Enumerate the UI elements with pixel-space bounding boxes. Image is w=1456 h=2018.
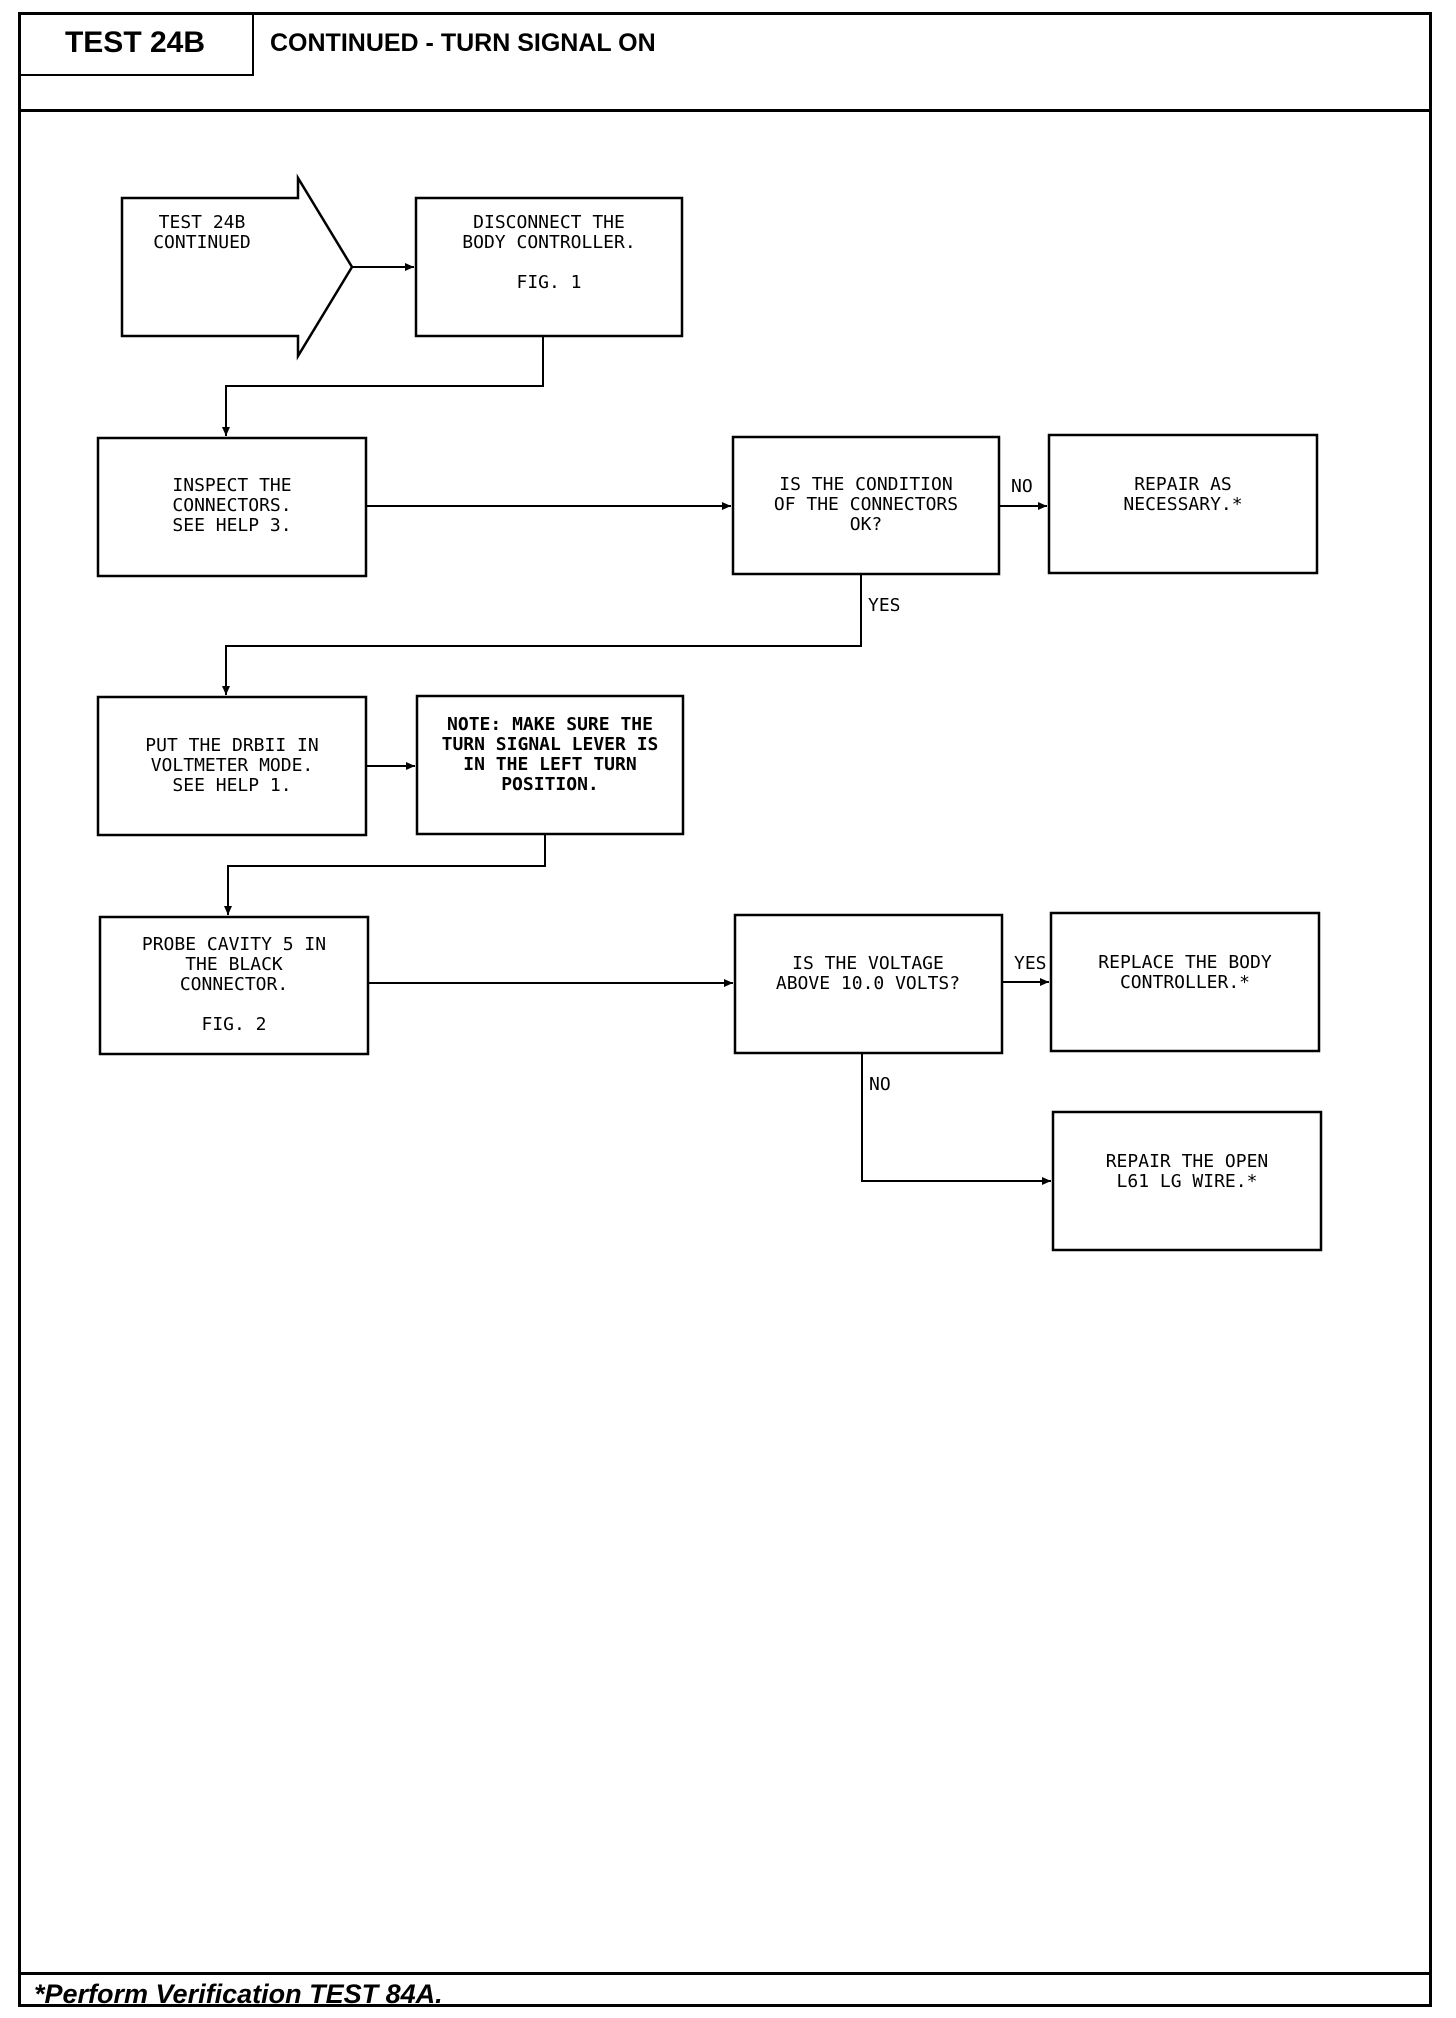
voltage-box [733, 913, 1004, 1055]
test-subtitle: CONTINUED - TURN SIGNAL ON [270, 28, 656, 57]
box-line: L61 LG WIRE.* [1117, 1171, 1258, 1192]
box-line: NECESSARY.* [1123, 494, 1242, 515]
footer-divider [18, 1972, 1432, 1975]
title-underline [18, 74, 254, 76]
box-line: INSPECT THE [172, 475, 291, 496]
box-line: PROBE CAVITY 5 IN [142, 934, 326, 955]
footer-note: *Perform Verification TEST 84A. [34, 1978, 443, 2009]
box-line: OF THE CONNECTORS [774, 494, 958, 515]
arrow-disconnect-inspect [222, 336, 544, 436]
box-line: FIG. 1 [516, 272, 581, 293]
box-line: CONTINUED [153, 232, 251, 253]
box-line [544, 252, 555, 273]
box-line: CONTROLLER.* [1120, 972, 1250, 993]
box-line: BODY CONTROLLER. [462, 232, 635, 253]
box-line: IS THE VOLTAGE [792, 953, 944, 974]
box-line: POSITION. [501, 774, 599, 795]
box-line: SEE HELP 1. [172, 775, 291, 796]
box-line: PUT THE DRBII IN [145, 735, 318, 756]
box-line: ABOVE 10.0 VOLTS? [776, 973, 960, 994]
box-line: NOTE: MAKE SURE THE [447, 714, 653, 735]
note-box [415, 694, 685, 836]
box-line: REPAIR AS [1134, 474, 1232, 495]
box-line [229, 994, 240, 1015]
box-line: CONNECTOR. [180, 974, 288, 995]
box-line: FIG. 2 [201, 1014, 266, 1035]
box-line: VOLTMETER MODE. [151, 755, 314, 776]
replace-box [1049, 911, 1321, 1053]
box-line: IS THE CONDITION [779, 474, 952, 495]
box-line: TEST 24B [159, 212, 246, 233]
box-line: REPLACE THE BODY [1098, 952, 1272, 973]
arrow-note-probe [224, 834, 546, 915]
probe-box [98, 915, 370, 1056]
box-line: IN THE LEFT TURN [463, 754, 636, 775]
header-divider [18, 109, 1432, 112]
box-line: OK? [850, 514, 883, 535]
page-frame [18, 12, 1432, 2007]
repair-box [1047, 433, 1319, 575]
label-condition-yes: YES [868, 595, 901, 616]
label-voltage-no: NO [869, 1074, 891, 1095]
label-condition-no: NO [1011, 476, 1033, 497]
arrow-condition-voltmeter [222, 574, 862, 695]
box-line: SEE HELP 3. [172, 515, 291, 536]
box-line: REPAIR THE OPEN [1106, 1151, 1269, 1172]
open-wire-box [1051, 1110, 1323, 1252]
start-arrow-shape [120, 173, 354, 361]
disconnect-box [414, 196, 684, 338]
label-voltage-yes: YES [1014, 953, 1047, 974]
box-line: CONNECTORS. [172, 495, 291, 516]
arrow-voltage-openwire [861, 1053, 1051, 1185]
box-line: THE BLACK [185, 954, 283, 975]
box-line: DISCONNECT THE [473, 212, 625, 233]
box-line: TURN SIGNAL LEVER IS [442, 734, 659, 755]
test-title: TEST 24B [18, 12, 254, 74]
